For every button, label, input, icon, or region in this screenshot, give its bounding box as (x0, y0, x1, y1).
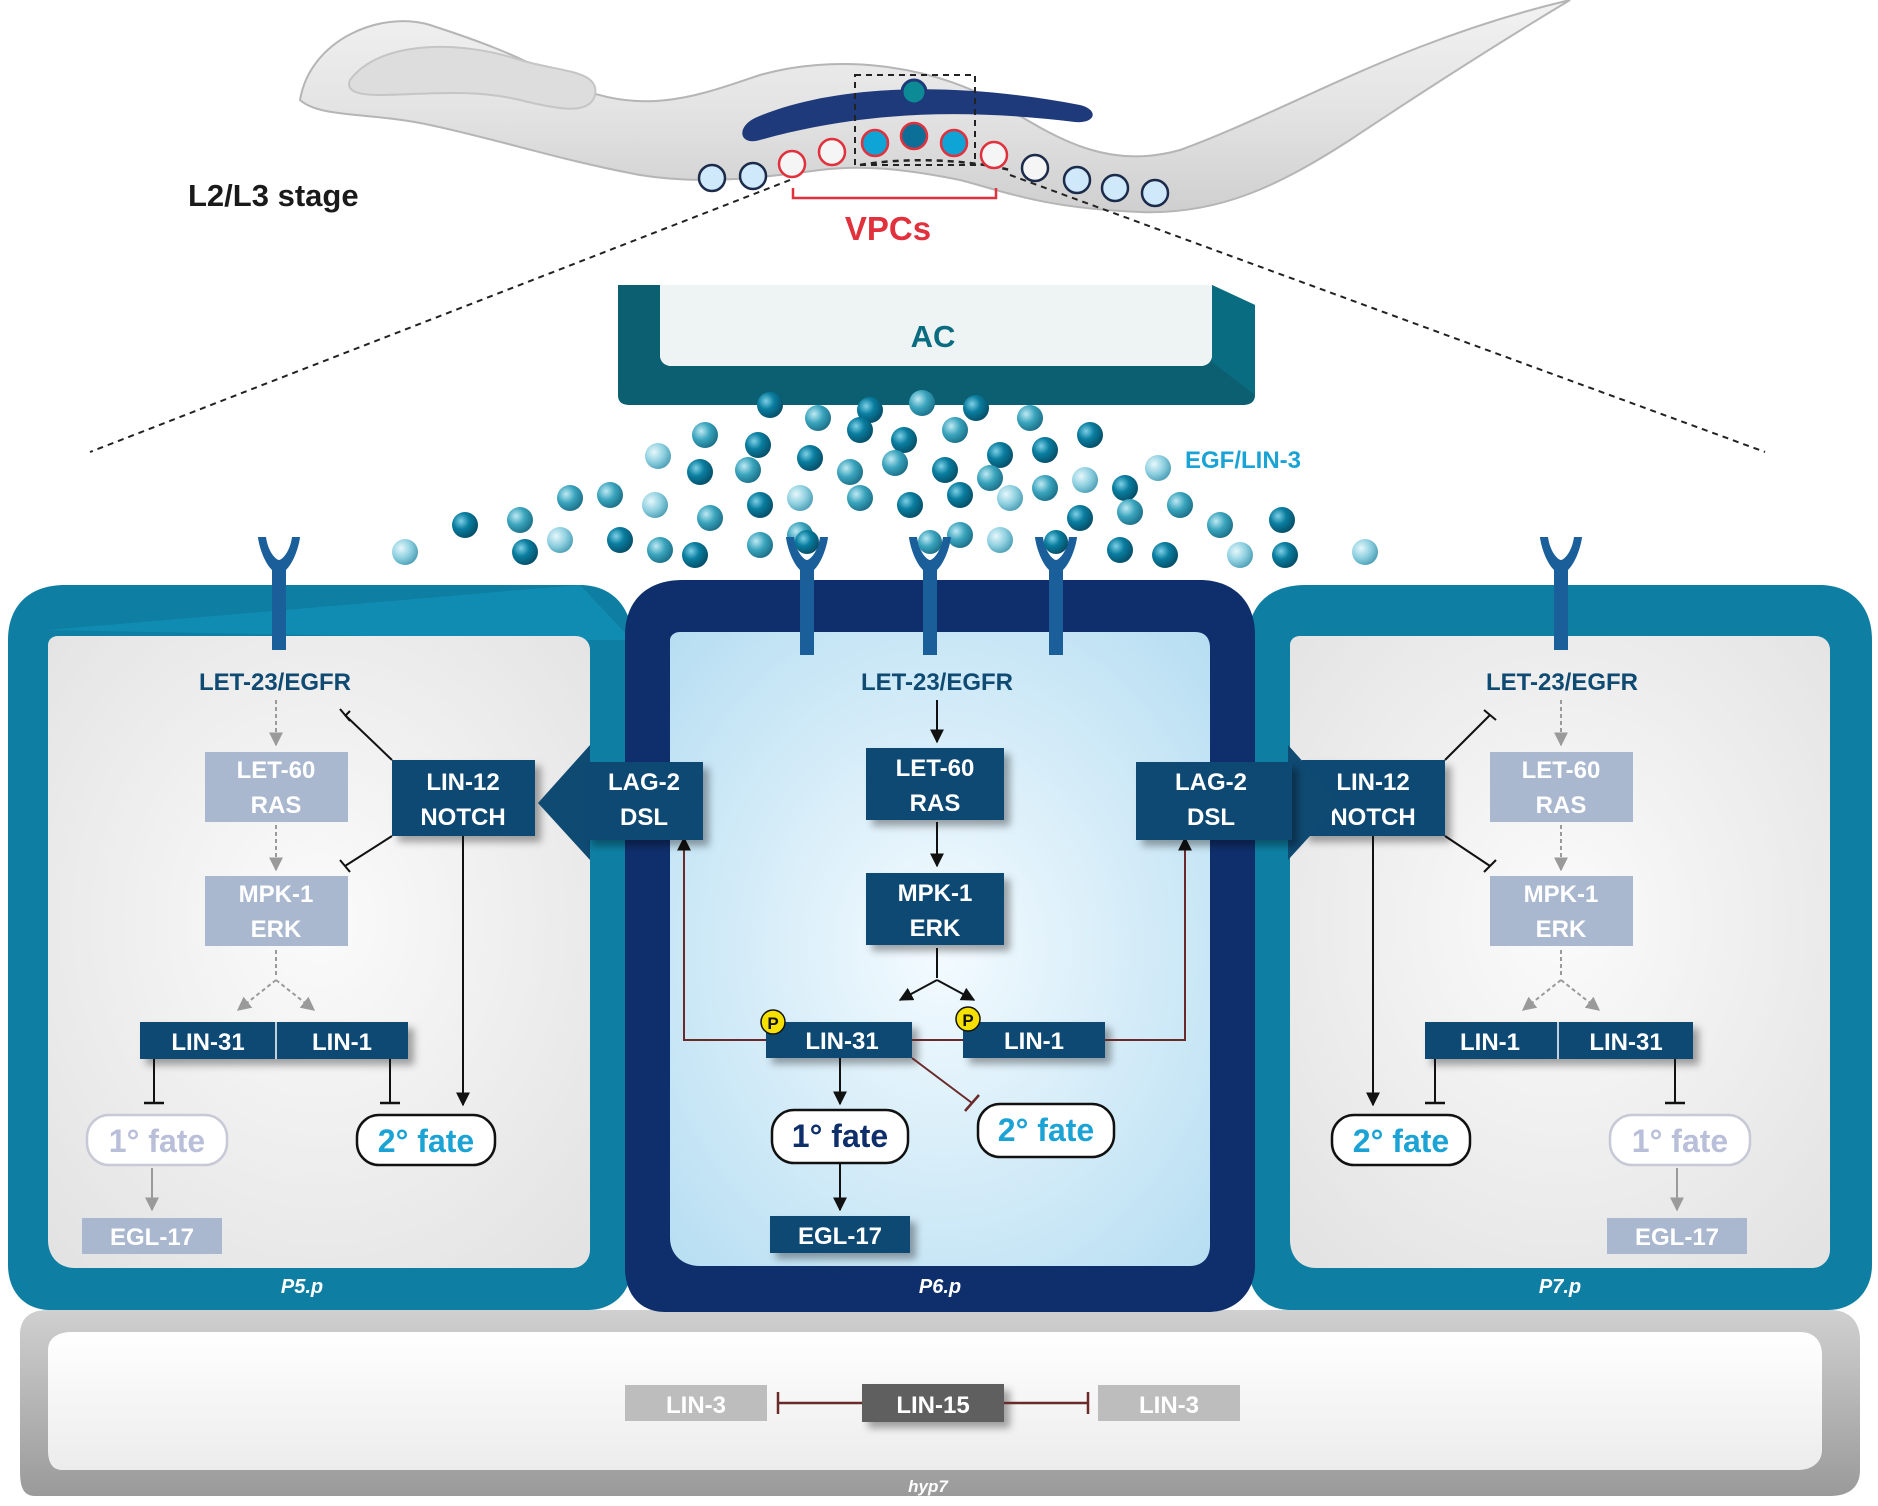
cell-p5p: P5.p LET-23/EGFR LET-60 RAS MPK-1 ERK LI… (8, 537, 632, 1310)
p7-notch-line1: LIN-12 (1336, 769, 1409, 796)
p5-receptor-icon (258, 537, 300, 650)
p5-notch-line1: LIN-12 (426, 769, 499, 796)
p5-egl17: EGL-17 (110, 1224, 194, 1251)
p6-receptor-icon-2 (909, 537, 951, 655)
p7-tf-lin31: LIN-31 (1589, 1029, 1662, 1056)
p7-ras-line2: RAS (1536, 792, 1587, 819)
hyp7-lin15: LIN-15 (896, 1392, 969, 1419)
p6-erk-line2: ERK (910, 915, 961, 942)
p7-receptor-label: LET-23/EGFR (1486, 669, 1638, 696)
zoom-line-left (89, 179, 791, 453)
egf-ligand-molecules: EGF/LIN-3 (392, 390, 1378, 568)
p5-ras-line1: LET-60 (237, 757, 316, 784)
anchor-cell: AC (618, 285, 1255, 405)
p7-fate1: 1° fate (1632, 1123, 1728, 1159)
p6-fate1: 1° fate (792, 1118, 888, 1154)
zoom-box (854, 74, 976, 166)
p7-receptor-icon (1540, 537, 1582, 650)
p6-fate2: 2° fate (998, 1112, 1094, 1148)
p6-phospho-lin31 (760, 1009, 786, 1035)
worm-pharynx (348, 45, 597, 110)
p6-receptors (786, 530, 1077, 655)
egf-label: EGF/LIN-3 (1185, 447, 1301, 474)
p5-erk-line2: ERK (251, 916, 302, 943)
p6-tf-lin31: LIN-31 (805, 1028, 878, 1055)
hyp7-lin3-right: LIN-3 (1139, 1392, 1199, 1419)
p6-receptor-icon-1 (786, 537, 828, 655)
p5-erk-line1: MPK-1 (239, 881, 314, 908)
p6-ras-line2: RAS (910, 790, 961, 817)
anchor-cell-label: AC (911, 319, 956, 354)
p6-receptor-icon-3 (1035, 537, 1077, 655)
hyp7-lin3-left: LIN-3 (666, 1392, 726, 1419)
p5-tf-lin1: LIN-1 (312, 1029, 372, 1056)
vpc-bracket (791, 188, 998, 200)
cell-p6p: P6.p LET-23/EGFR LET-60 RAS MPK-1 ERK LI… (625, 530, 1255, 1312)
hyp7-label: hyp7 (908, 1477, 949, 1496)
p6-erk-line1: MPK-1 (898, 880, 973, 907)
cell-p7p: P7.p LET-23/EGFR LET-60 RAS MPK-1 ERK LI… (1248, 537, 1872, 1310)
p6-egl17: EGL-17 (798, 1223, 882, 1250)
lag2-left-signal: LAG-2 DSL (538, 745, 703, 860)
p7-erk-line1: MPK-1 (1524, 881, 1599, 908)
p5-receptor-label: LET-23/EGFR (199, 669, 351, 696)
vpcs-label: VPCs (845, 210, 931, 247)
p7-tf-lin1: LIN-1 (1460, 1029, 1520, 1056)
lag2-left-line2: DSL (620, 804, 668, 831)
stage-label: L2/L3 stage (188, 178, 359, 213)
p7p-label: P7.p (1539, 1276, 1581, 1298)
p7-notch-line2: NOTCH (1330, 804, 1415, 831)
p5-fate2: 2° fate (378, 1123, 474, 1159)
lag2-left-line1: LAG-2 (608, 769, 680, 796)
lag2-right-line1: LAG-2 (1175, 769, 1247, 796)
p7-erk-line2: ERK (1536, 916, 1587, 943)
p6p-label: P6.p (919, 1276, 961, 1298)
p6-receptor-label: LET-23/EGFR (861, 669, 1013, 696)
hyp7-hypodermis: hyp7 LIN-3 LIN-3 LIN-15 (20, 1310, 1860, 1496)
p7-egl17: EGL-17 (1635, 1224, 1719, 1251)
p5-ras-line2: RAS (251, 792, 302, 819)
p5-tf-lin31: LIN-31 (171, 1029, 244, 1056)
p5-fate1: 1° fate (109, 1123, 205, 1159)
lag2-right-signal: LAG-2 DSL (1136, 745, 1340, 860)
p6-phospho-lin1 (955, 1006, 981, 1032)
gonad-arm (742, 89, 1093, 142)
p7-fate2: 2° fate (1353, 1123, 1449, 1159)
worm-illustration: L2/L3 stage VPCs (89, 0, 1766, 453)
anchor-cell-small (900, 78, 928, 106)
p6-ras-line1: LET-60 (896, 755, 975, 782)
pn-p-cells (697, 121, 1170, 208)
p6-phospho-lin31-label: P (767, 1014, 778, 1033)
p6-phospho-lin1-label: P (962, 1011, 973, 1030)
zoom-line-right (1009, 174, 1766, 453)
lag2-right-line2: DSL (1187, 804, 1235, 831)
p5p-label: P5.p (281, 1276, 323, 1298)
p5-notch-line2: NOTCH (420, 804, 505, 831)
p7-ras-line1: LET-60 (1522, 757, 1601, 784)
p6-tf-lin1: LIN-1 (1004, 1028, 1064, 1055)
